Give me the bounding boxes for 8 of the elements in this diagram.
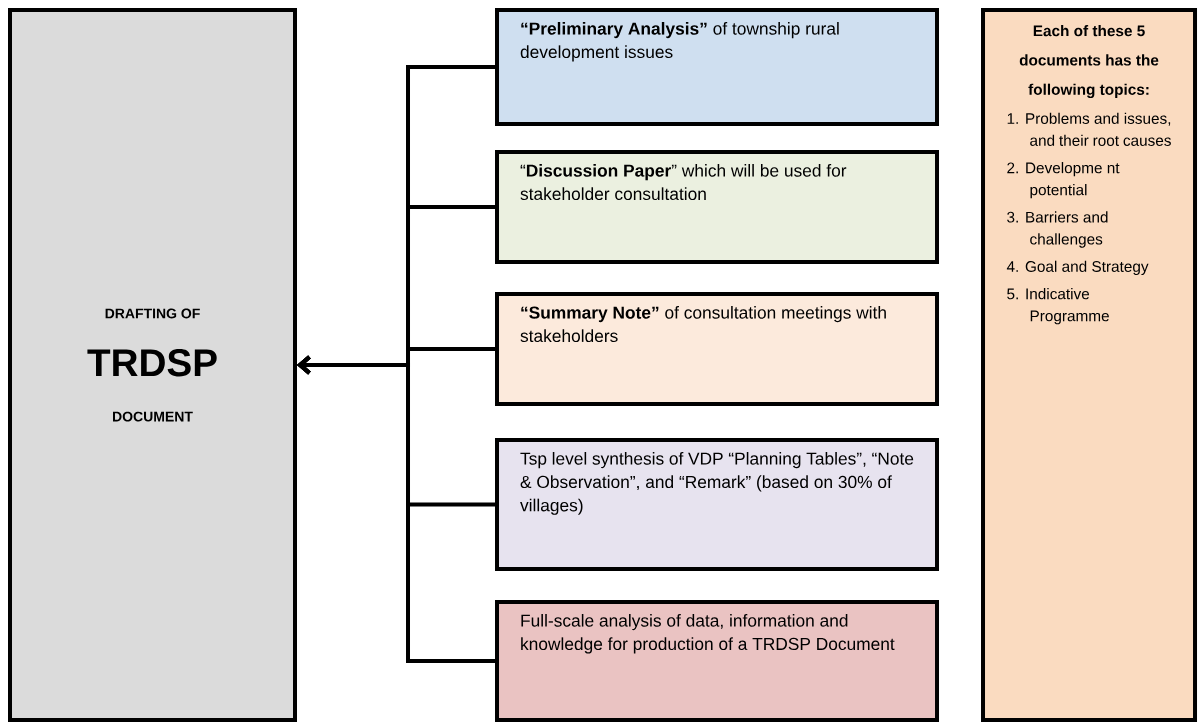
document-box: “Preliminary Analysis” of township rural development issues xyxy=(495,8,939,126)
document-box: Tsp level synthesis of VDP “Planning Tables”, “Note & Observation”, and “Remark” (based on 30% of villages) xyxy=(495,438,939,571)
document-box: “Summary Note” of consultation meetings with stakeholders xyxy=(495,292,939,406)
topics-box: Each of these 5 documents has the following topics: 1. Problems and issues, and their root causes 2. Developme nt potential 3. Barriers and challenges 4. Goal and Strategy 5. Indicative Programme xyxy=(981,8,1197,722)
document-box: “Discussion Paper” which will be used for stakeholder consultation xyxy=(495,150,939,264)
arrow xyxy=(297,355,495,663)
document-box: Full-scale analysis of data, information and knowledge for production of a TRDSP Document xyxy=(495,600,939,722)
process-box: DRAFTING OF TRDSP DOCUMENT xyxy=(8,8,297,722)
